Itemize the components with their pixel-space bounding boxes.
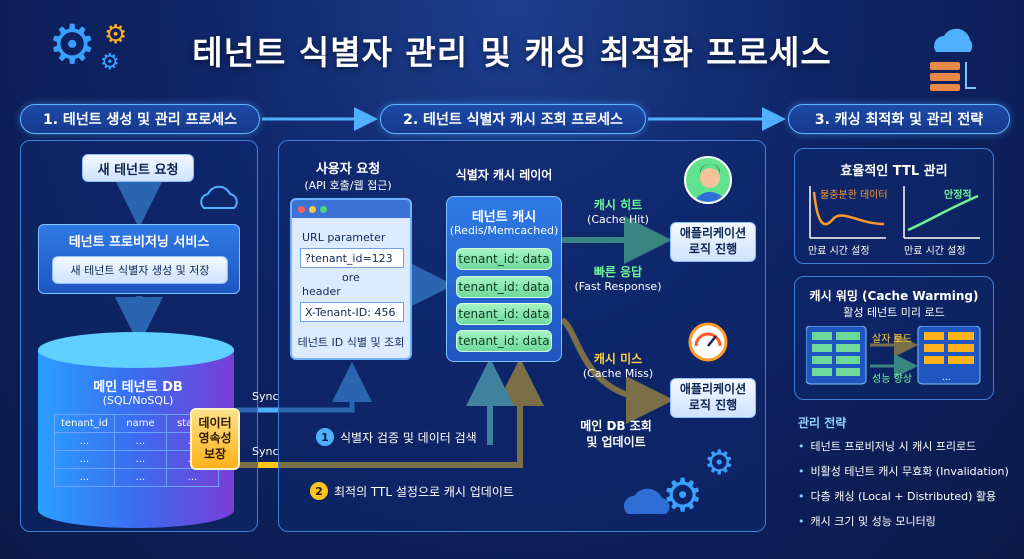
warming-load-label: 살자 로드 bbox=[872, 334, 912, 345]
gear-icon: ⚙ bbox=[704, 443, 735, 483]
ttl-title: 효율적인 TTL 관리 bbox=[840, 164, 948, 179]
user-avatar-icon bbox=[684, 156, 732, 204]
header-value: X-Tenant-ID: 456 bbox=[300, 302, 404, 322]
strategy-item: 캐시 크기 및 성능 모니터링 bbox=[798, 513, 1018, 529]
ttl-left-label: 불충분한 데이터 bbox=[820, 190, 888, 201]
table-cell: ... bbox=[165, 468, 219, 487]
url-param-value: ?tenant_id=123 bbox=[300, 248, 404, 268]
provisioning-title: 테넌트 프로비저닝 서비스 bbox=[68, 235, 210, 250]
cache-title: 테넌트 캐시 bbox=[471, 210, 537, 225]
table-row: ... ... ... bbox=[54, 468, 219, 487]
table-cell: ... bbox=[113, 468, 167, 487]
identify-label: 테넌트 ID 식별 및 조회 bbox=[297, 336, 405, 349]
ttl-left-axis: 만료 시간 설정 bbox=[808, 246, 870, 257]
user-request-title: 사용자 요청 bbox=[315, 162, 381, 177]
strategy-item: 비활성 테넌트 캐시 무효화 (Invalidation) bbox=[798, 463, 1018, 479]
app-logic-2: 애플리케이션 로직 진행 bbox=[670, 378, 756, 418]
strategy-title: 관리 전략 bbox=[798, 416, 847, 430]
step-2-number: 2 bbox=[310, 482, 328, 500]
tenant-table: tenant_id name status ... ... ... ... ..… bbox=[54, 414, 219, 487]
db-title: 메인 테넌트 DB bbox=[93, 380, 183, 395]
consistency-line: 데이터 bbox=[198, 415, 232, 430]
step-1-text: 식별자 검증 및 데이터 검색 bbox=[340, 430, 477, 445]
user-request-sub: (API 호출/웹 접근) bbox=[304, 179, 392, 192]
cache-item: tenant_id: data bbox=[456, 276, 552, 298]
gear-icon: ⚙ bbox=[48, 13, 97, 76]
svg-text:...: ... bbox=[942, 373, 951, 383]
window-dot-red bbox=[298, 205, 305, 213]
browser-window bbox=[290, 198, 412, 360]
cache-miss-label: 캐시 미스 bbox=[593, 352, 643, 366]
warming-blocks: ... bbox=[806, 326, 981, 385]
strategy-item: 다층 캐싱 (Local + Distributed) 활용 bbox=[798, 488, 1018, 504]
section-header-2: 2. 테넌트 식별자 캐시 조회 프로세스 bbox=[380, 104, 646, 134]
table-cell: ... bbox=[113, 432, 167, 451]
consistency-badge: 데이터 영속성 보장 bbox=[190, 408, 240, 470]
gear-icon: ⚙ bbox=[104, 20, 128, 50]
step-2-text: 최적의 TTL 설정으로 캐시 업데이트 bbox=[334, 484, 514, 499]
sync-label-1: Sync bbox=[252, 390, 279, 403]
table-cell: ... bbox=[54, 450, 115, 469]
cache-layer-label: 식별자 캐시 레이어 bbox=[455, 168, 553, 182]
step-1-number: 1 bbox=[316, 428, 334, 446]
warming-perf-label: 성능 향상 bbox=[872, 374, 912, 385]
fast-response-label: 빠른 응답 bbox=[593, 265, 643, 279]
cloud-server-icon bbox=[924, 22, 980, 92]
ttl-right-label: 안정적 bbox=[944, 190, 972, 201]
db-update-label: 메인 DB 조회 및 업데이트 bbox=[580, 419, 652, 450]
or-label: ore bbox=[342, 271, 360, 284]
window-dot-green bbox=[320, 205, 327, 213]
window-dot-yellow bbox=[309, 205, 316, 213]
cache-item: tenant_id: data bbox=[456, 330, 552, 352]
ttl-right-axis: 만료 시간 설정 bbox=[904, 246, 966, 257]
gear-icon: ⚙ bbox=[662, 468, 704, 522]
cache-item: tenant_id: data bbox=[456, 303, 552, 325]
col-header: name bbox=[113, 414, 167, 433]
section-header-1: 1. 테넌트 생성 및 관리 프로세스 bbox=[20, 104, 260, 134]
table-cell: ... bbox=[54, 468, 115, 487]
cloud-icon bbox=[196, 184, 244, 210]
gauge-icon bbox=[688, 322, 728, 362]
cache-item: tenant_id: data bbox=[456, 248, 552, 270]
fast-response-sub: (Fast Response) bbox=[574, 280, 662, 293]
panel-ttl bbox=[794, 148, 994, 264]
cache-hit-label: 캐시 히트 bbox=[593, 198, 643, 212]
ttl-charts bbox=[809, 186, 980, 239]
table-cell: ... bbox=[113, 450, 167, 469]
cache-miss-sub: (Cache Miss) bbox=[582, 367, 654, 380]
db-subtitle: (SQL/NoSQL) bbox=[102, 394, 174, 407]
cloud-icon bbox=[618, 482, 678, 516]
consistency-line: 보장 bbox=[203, 446, 227, 461]
step-1: 1 식별자 검증 및 데이터 검색 bbox=[316, 428, 477, 446]
strategy-item: 테넌트 프로비저닝 시 캐시 프리로드 bbox=[798, 438, 1018, 454]
step-2: 2 최적의 TTL 설정으로 캐시 업데이트 bbox=[310, 482, 514, 500]
sync-label-2: Sync bbox=[252, 445, 279, 458]
header-label: header bbox=[302, 285, 341, 298]
warming-title: 캐시 워밍 (Cache Warming) bbox=[809, 289, 979, 303]
app-logic-1: 애플리케이션 로직 진행 bbox=[670, 222, 756, 262]
url-param-label: URL parameter bbox=[302, 231, 386, 244]
consistency-line: 영속성 bbox=[198, 431, 232, 446]
cache-hit-sub: (Cache Hit) bbox=[587, 213, 649, 226]
new-tenant-request: 새 테넌트 요청 bbox=[82, 154, 194, 182]
page-title: 테넌트 식별자 관리 및 캐싱 최적화 프로세스 bbox=[192, 33, 832, 72]
browser-titlebar bbox=[292, 200, 410, 218]
strategy-list: 테넌트 프로비저닝 시 캐시 프리로드 비활성 테넌트 캐시 무효화 (Inva… bbox=[798, 438, 1018, 538]
section-header-3: 3. 캐싱 최적화 및 관리 전략 bbox=[788, 104, 1010, 134]
col-header: tenant_id bbox=[54, 414, 115, 433]
cache-sub: (Redis/Memcached) bbox=[449, 224, 559, 237]
provisioning-sub: 새 테넌트 식별자 생성 및 저장 bbox=[52, 256, 228, 284]
gear-icon: ⚙ bbox=[100, 50, 120, 75]
warming-sub: 활성 테넌트 미리 로드 bbox=[843, 306, 945, 319]
table-cell: ... bbox=[54, 432, 115, 451]
